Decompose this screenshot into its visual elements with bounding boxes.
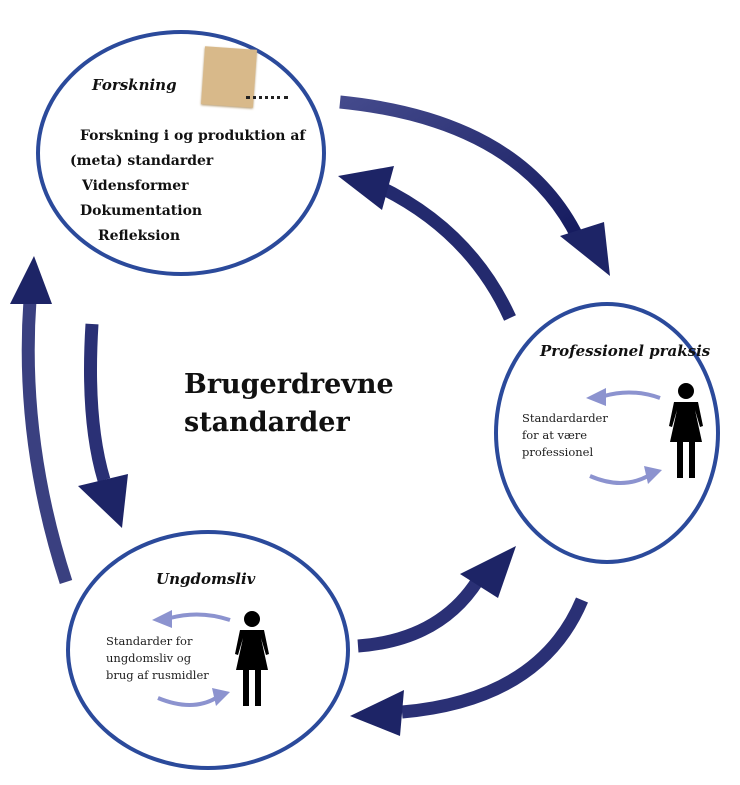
forskning-item: Dokumentation <box>80 203 203 219</box>
ungdomsliv-circle <box>66 530 350 770</box>
professionel-line: professionel <box>522 445 594 459</box>
professionel-line: for at være <box>522 428 588 442</box>
woman-icon <box>669 383 703 478</box>
ungdomsliv-heading: Ungdomsliv <box>156 570 256 588</box>
arrowhead-icon <box>350 690 404 736</box>
arrow-ungdomsliv-to-forskning <box>21 299 73 585</box>
arrowhead-icon <box>560 222 610 276</box>
main-title-line: Brugerdrevne <box>184 369 394 400</box>
main-title-line: standarder <box>184 407 350 438</box>
woman-icon <box>235 611 269 706</box>
arrow-ungdomsliv-to-professionel <box>357 576 484 653</box>
arrowhead-icon <box>78 474 128 528</box>
forskning-item: Forskning i og produktion af <box>80 128 306 144</box>
forskning-heading: Forskning <box>92 76 177 94</box>
arrowhead-icon <box>338 166 394 210</box>
professionel-heading: Professionel praksis <box>540 342 711 360</box>
forskning-item: (meta) standarder <box>70 153 214 169</box>
arrowhead-icon <box>460 546 516 598</box>
arrow-professionel-to-ungdomsliv <box>401 597 588 719</box>
arrow-professionel-to-forskning <box>375 180 516 321</box>
cycle-arrow-icon <box>586 388 662 485</box>
forskning-marker <box>246 96 288 103</box>
ungdomsliv-line: Standarder for <box>106 634 193 648</box>
cycle-arrow-icon <box>152 610 231 707</box>
professionel-line: Standardarder <box>522 411 608 425</box>
arrow-forskning-to-ungdomsliv <box>84 323 111 482</box>
ungdomsliv-line: ungdomsliv og <box>106 651 192 665</box>
arrowhead-icon <box>10 256 52 304</box>
main-title: Brugerdrevne standarder <box>184 366 394 442</box>
forskning-item: Vidensformer <box>82 178 189 194</box>
forskning-item: Refleksion <box>98 228 181 244</box>
forskning-circle <box>36 30 326 276</box>
ungdomsliv-line: brug af rusmidler <box>106 668 209 682</box>
arrow-forskning-to-professionel <box>339 95 584 241</box>
